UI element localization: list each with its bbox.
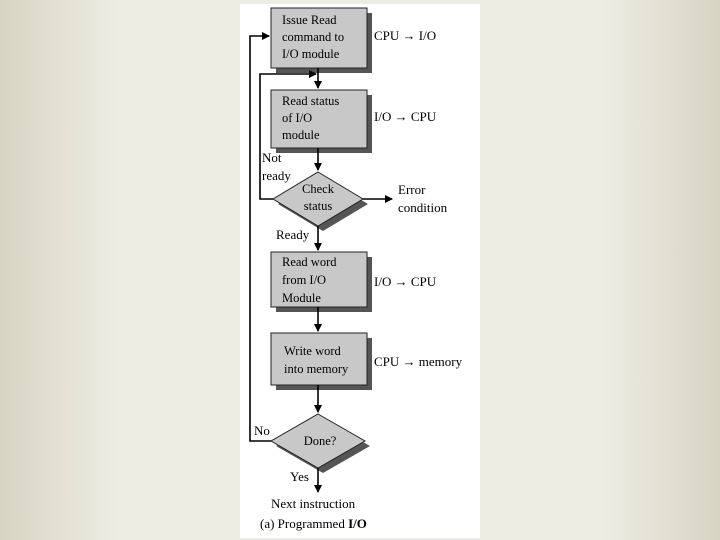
yes-label: Yes bbox=[290, 469, 309, 484]
read-status-line-1: Read status bbox=[282, 94, 339, 108]
check-status-line-1: Check bbox=[302, 182, 335, 196]
not-ready-label-1: Not bbox=[262, 150, 282, 165]
check-status-line-2: status bbox=[304, 199, 333, 213]
side-label-io-to-cpu-1: I/O → CPU bbox=[374, 109, 437, 124]
flow-connectors bbox=[249, 32, 393, 493]
write-word-line-2: into memory bbox=[284, 362, 349, 376]
side-label-cpu-to-io: CPU → I/O bbox=[374, 28, 436, 43]
read-status-line-2: of I/O bbox=[282, 111, 312, 125]
issue-read-line-1: Issue Read bbox=[282, 13, 337, 27]
read-status-line-3: module bbox=[282, 128, 320, 142]
done-label-text: Done? bbox=[304, 434, 337, 448]
read-word-line-2: from I/O bbox=[282, 273, 326, 287]
not-ready-label-2: ready bbox=[262, 168, 291, 183]
side-label-cpu-to-memory: CPU → memory bbox=[374, 354, 463, 369]
issue-read-line-3: I/O module bbox=[282, 47, 340, 61]
error-label-2: condition bbox=[398, 200, 448, 215]
next-instruction-label: Next instruction bbox=[271, 496, 356, 511]
issue-read-line-2: command to bbox=[282, 30, 344, 44]
error-label-1: Error bbox=[398, 182, 426, 197]
ready-label: Ready bbox=[276, 227, 310, 242]
read-word-box: Read word from I/O Module bbox=[270, 251, 372, 312]
no-label: No bbox=[254, 423, 270, 438]
read-word-line-3: Module bbox=[282, 291, 321, 305]
read-status-box: Read status of I/O module bbox=[270, 89, 372, 153]
side-label-io-to-cpu-2: I/O → CPU bbox=[374, 274, 437, 289]
write-word-line-1: Write word bbox=[284, 344, 342, 358]
figure-caption: (a) Programmed I/O bbox=[260, 516, 367, 531]
write-word-box: Write word into memory bbox=[270, 332, 372, 390]
done-decision: Done? bbox=[269, 413, 370, 473]
issue-read-box: Issue Read command to I/O module bbox=[270, 7, 372, 73]
read-word-line-1: Read word bbox=[282, 255, 337, 269]
